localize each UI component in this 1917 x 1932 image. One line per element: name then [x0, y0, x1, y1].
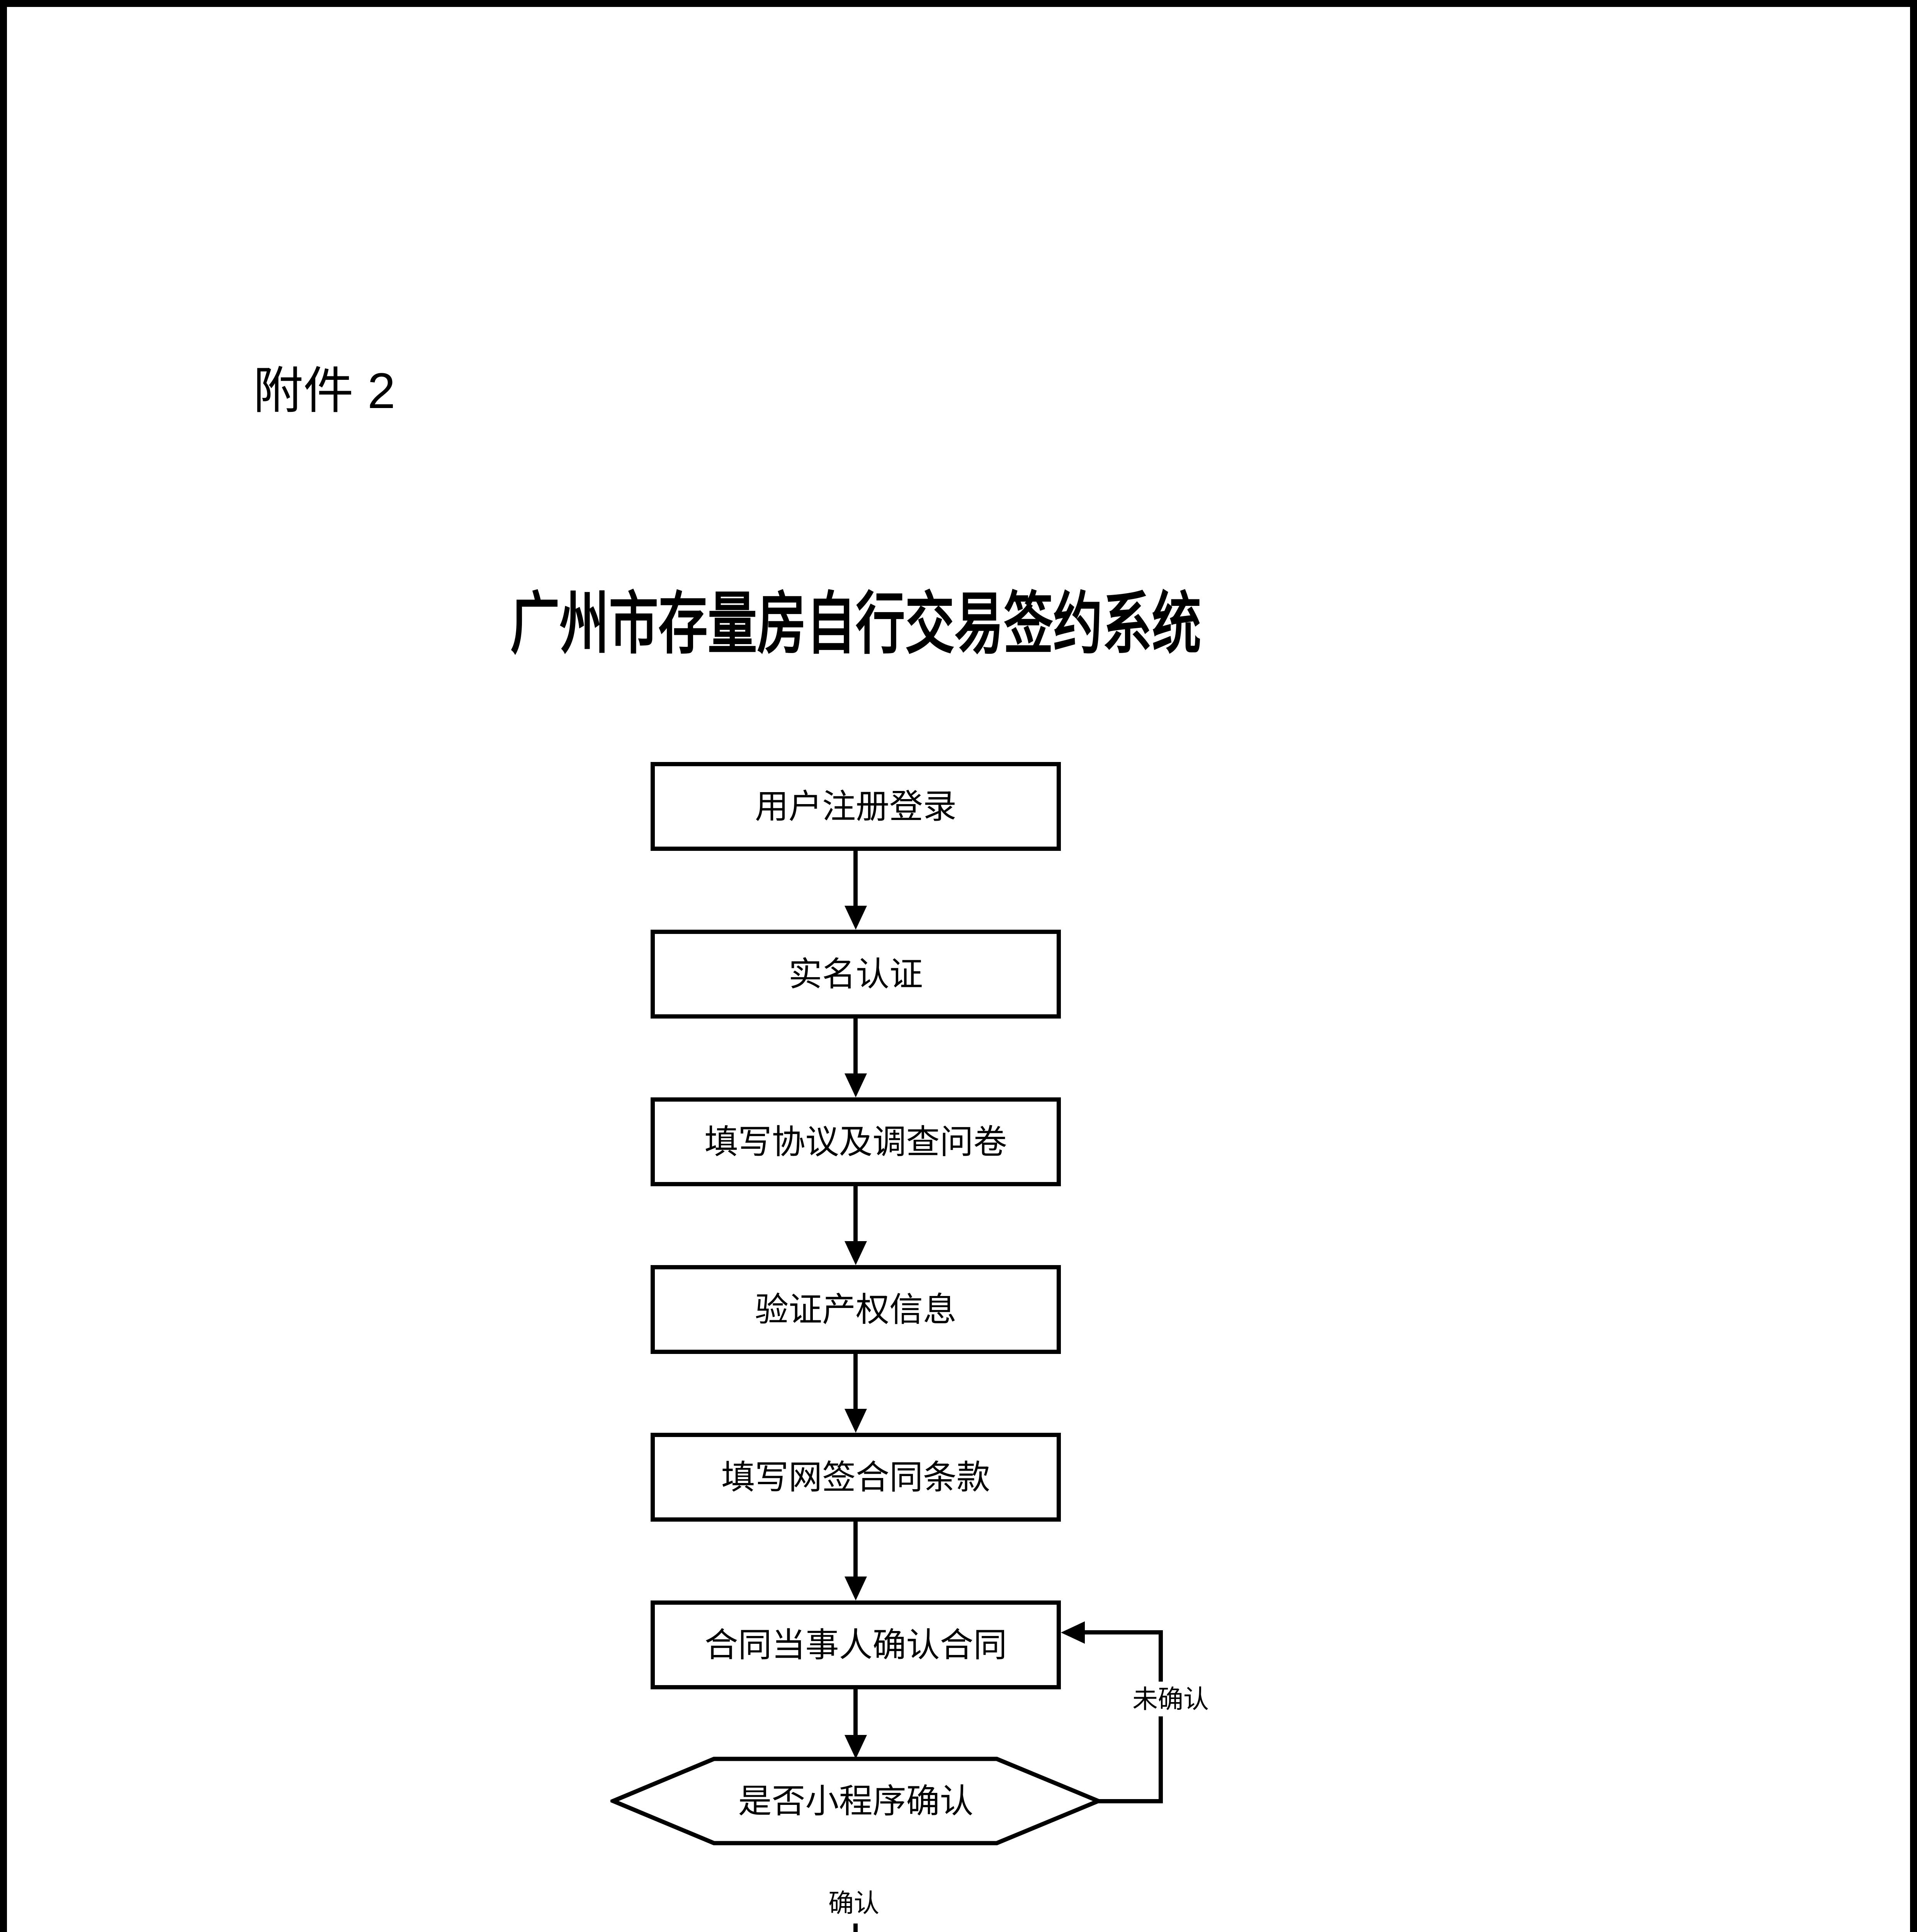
decision-label: 是否小程序确认	[738, 1782, 974, 1820]
flow-step-agreement-questionnaire: 填写协议及调查问卷	[651, 1097, 1061, 1186]
flow-connector	[853, 851, 858, 906]
arrowhead-down-icon	[845, 1409, 867, 1433]
arrowhead-down-icon	[845, 1241, 867, 1265]
flow-step-label: 实名认证	[789, 955, 923, 993]
arrowhead-left-icon	[1061, 1621, 1085, 1644]
flow-step-fill-contract-terms: 填写网签合同条款	[651, 1433, 1061, 1522]
branch-label-not-confirmed: 未确认	[1126, 1682, 1215, 1716]
flow-connector	[853, 1689, 858, 1735]
branch-label-confirmed: 确认	[809, 1886, 898, 1920]
flow-connector	[853, 1354, 858, 1409]
arrowhead-down-icon	[845, 1735, 867, 1759]
flow-step-label: 填写协议及调查问卷	[704, 1123, 1007, 1161]
loop-line-top	[1085, 1630, 1163, 1634]
flow-connector	[853, 1522, 858, 1577]
arrowhead-down-icon	[845, 906, 867, 930]
page-title-text: 广州市存量房自行交易签约系统	[510, 587, 1202, 662]
arrowhead-down-icon	[845, 1577, 867, 1600]
flow-step-label: 合同当事人确认合同	[704, 1626, 1007, 1664]
flow-connector	[853, 1923, 858, 1932]
flow-step-register-login: 用户注册登录	[651, 762, 1061, 851]
flow-step-label: 用户注册登录	[755, 787, 957, 825]
loop-line-right	[1159, 1630, 1163, 1803]
flow-step-real-name-auth: 实名认证	[651, 930, 1061, 1019]
flow-step-label: 填写网签合同条款	[721, 1458, 990, 1496]
arrowhead-down-icon	[845, 1073, 867, 1097]
flow-step-label: 验证产权信息	[755, 1291, 957, 1328]
attachment-label: 附件 2	[253, 362, 396, 419]
page-title: 广州市存量房自行交易签约系统	[0, 590, 1711, 658]
flow-step-verify-property-info: 验证产权信息	[651, 1265, 1061, 1354]
flow-connector	[853, 1019, 858, 1073]
loop-line-bottom	[1098, 1799, 1163, 1803]
flow-connector	[853, 1186, 858, 1241]
flow-step-parties-confirm-contract: 合同当事人确认合同	[651, 1600, 1061, 1689]
